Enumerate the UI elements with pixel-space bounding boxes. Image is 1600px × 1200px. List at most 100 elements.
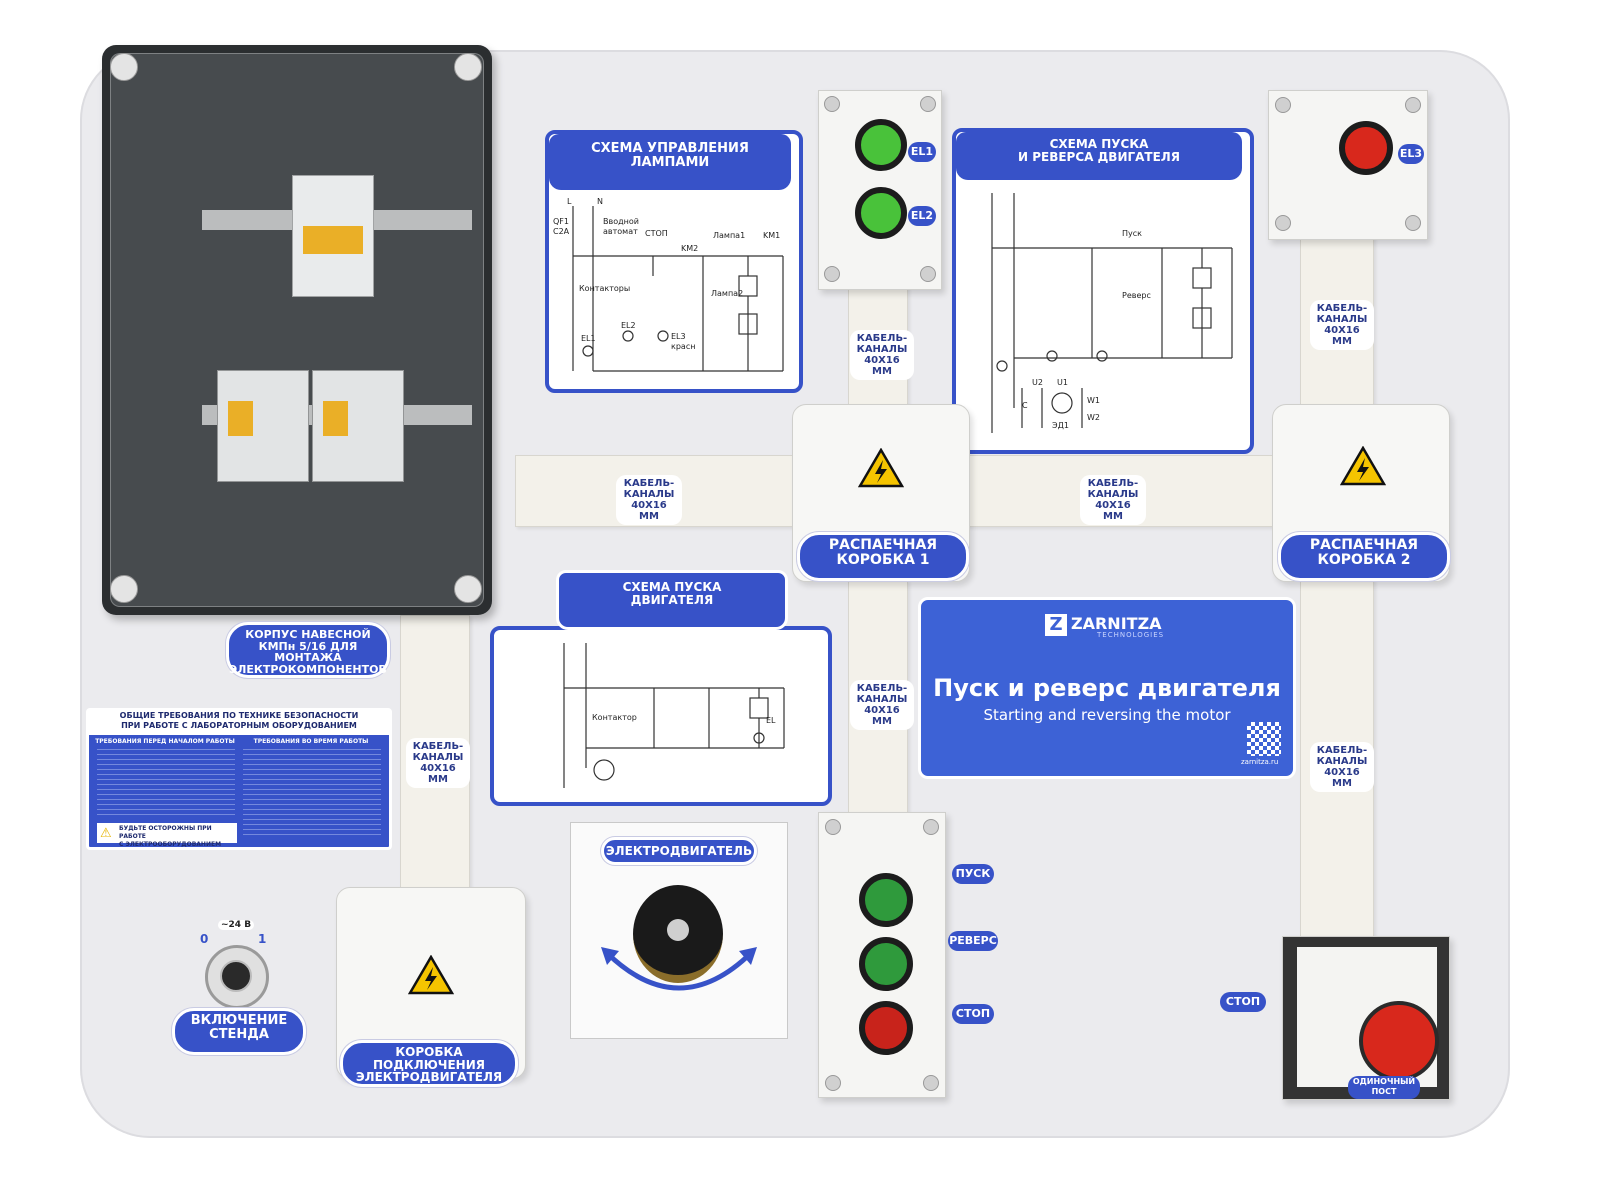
scheme-reverse-diagram: Пуск Реверс U2 U1 W1 W2 C ЭД1: [991, 193, 1233, 433]
cable-label-line1: КАБЕЛЬ-: [623, 478, 675, 489]
emergency-stop-button[interactable]: [1359, 1001, 1439, 1081]
enclosure-label: КОРПУС НАВЕСНОЙ КМПн 5/16 ДЛЯ МОНТАЖА ЭЛ…: [226, 622, 390, 678]
lamp-el2: [855, 187, 907, 239]
motor-box-label: КОРОБКА ПОДКЛЮЧЕНИЯ ЭЛЕКТРОДВИГАТЕЛЯ: [340, 1040, 518, 1087]
lbl-n: N: [597, 197, 603, 206]
junction-box-2-label: РАСПАЕЧНАЯ КОРОБКА 2: [1278, 532, 1450, 581]
lbl-auto2: автомат: [603, 227, 638, 236]
screw-icon: [824, 96, 840, 112]
screw-icon: [110, 575, 138, 603]
screw-icon: [920, 266, 936, 282]
brand-subtitle: Starting and reversing the motor: [983, 706, 1231, 724]
scheme-start-diagram: Контактор EL: [563, 643, 785, 788]
power-switch[interactable]: [205, 945, 269, 1009]
zarnitza-logo-icon: Z: [1045, 614, 1067, 636]
lbl-w2: W2: [1087, 413, 1100, 422]
tag-pusk: ПУСК: [952, 864, 994, 884]
cable-label-line2: КАНАЛЫ: [412, 752, 464, 763]
cable-label-line3: 40Х16 ММ: [631, 500, 667, 522]
lbl-u1: U1: [1057, 378, 1068, 387]
stop-button[interactable]: [859, 1001, 913, 1055]
scheme-lamps-title-line1: СХЕМА УПРАВЛЕНИЯ: [591, 141, 749, 156]
cable-label-line2: КАНАЛЫ: [1316, 756, 1368, 767]
screw-icon: [824, 266, 840, 282]
junction-box-1-label: РАСПАЕЧНАЯ КОРОБКА 1: [797, 532, 969, 581]
tag-revers: РЕВЕРС: [948, 931, 998, 951]
motor-box-label-line2: ЭЛЕКТРОДВИГАТЕЛЯ: [355, 1070, 503, 1085]
cable-label-line1: КАБЕЛЬ-: [856, 333, 908, 344]
enclosure-label-line1: КОРПУС НАВЕСНОЙ: [245, 628, 371, 641]
motor-shaft-cap: [667, 919, 689, 941]
screw-icon: [1405, 215, 1421, 231]
key-icon: [220, 960, 252, 992]
high-voltage-icon: [408, 955, 454, 995]
safety-left-text: [97, 749, 235, 819]
scheme-start-title: СХЕМА ПУСКА ДВИГАТЕЛЯ: [556, 570, 788, 630]
cable-label-line3: 40Х16 ММ: [1095, 500, 1131, 522]
scheme-reverse-title-line2: И РЕВЕРСА ДВИГАТЕЛЯ: [1017, 150, 1181, 165]
brand-logo: ZARNITZA: [1071, 614, 1162, 633]
lbl-qf1: QF1: [553, 217, 569, 226]
screw-icon: [923, 1075, 939, 1091]
scheme-reverse-panel: СХЕМА ПУСКА И РЕВЕРСА ДВИГАТЕЛЯ Пуск Рев…: [952, 128, 1254, 454]
cable-label-line2: КАНАЛЫ: [623, 489, 675, 500]
lamp-el1: [855, 119, 907, 171]
lbl-revers: Реверс: [1122, 291, 1151, 300]
cable-label-line3: 40Х16 ММ: [864, 705, 900, 727]
switch-caption-line2: СТЕНДА: [209, 1026, 269, 1042]
estop-caption: ОДИНОЧНЫЙ ПОСТ: [1348, 1076, 1420, 1099]
safety-right-text: [243, 749, 381, 839]
cable-label-line2: КАНАЛЫ: [1316, 314, 1368, 325]
enclosure-label-line3: ЭЛЕКТРОКОМПОНЕНТОВ: [229, 662, 387, 676]
scheme-lamps-title: СХЕМА УПРАВЛЕНИЯ ЛАМПАМИ: [549, 134, 791, 190]
screw-icon: [454, 53, 482, 81]
estop-caption-line2: ПОСТ: [1371, 1087, 1397, 1096]
safety-warning-line1: БУДЬТЕ ОСТОРОЖНЫ ПРИ РАБОТЕ: [119, 825, 212, 840]
reverse-button[interactable]: [859, 937, 913, 991]
safety-title: ОБЩИЕ ТРЕБОВАНИЯ ПО ТЕХНИКЕ БЕЗОПАСНОСТИ…: [89, 711, 389, 735]
lbl-c2a: C2A: [553, 227, 570, 236]
scheme-reverse-title: СХЕМА ПУСКА И РЕВЕРСА ДВИГАТЕЛЯ: [956, 132, 1242, 180]
lamp-post-el1-el2: [818, 90, 942, 290]
lbl-krasn: красн: [671, 342, 695, 351]
motor-panel-title: ЭЛЕКТРОДВИГАТЕЛЬ: [601, 837, 757, 865]
switch-position-1: 1: [258, 932, 267, 946]
lbl-ed1: ЭД1: [1052, 421, 1069, 430]
contactor-2: [312, 370, 404, 482]
scheme-lamps-title-line2: ЛАМПАМИ: [630, 155, 710, 171]
junction-box-2-label-line2: КОРОБКА 2: [1317, 551, 1411, 568]
lbl-lamp2: Лампа2: [711, 289, 743, 298]
contactor-1: [217, 370, 309, 482]
safety-left-header: ТРЕБОВАНИЯ ПЕРЕД НАЧАЛОМ РАБОТЫ: [95, 738, 235, 745]
brand-logo-sub: TECHNOLOGIES: [1097, 631, 1165, 639]
screw-icon: [1405, 97, 1421, 113]
emergency-stop-post: [1282, 936, 1450, 1100]
scheme-start-title-line1: СХЕМА ПУСКА: [622, 580, 722, 594]
enclosure-label-line2: КМПн 5/16 ДЛЯ МОНТАЖА: [258, 639, 358, 665]
lamp-post-el3: [1268, 90, 1428, 240]
scheme-start-panel: Контактор EL: [490, 626, 832, 806]
start-button[interactable]: [859, 873, 913, 927]
scheme-lamps-diagram: L N QF1 C2A Вводной автомат СТОП KM2 Лам…: [553, 197, 784, 372]
cable-label-line2: КАНАЛЫ: [856, 694, 908, 705]
lbl-auto: Вводной: [603, 217, 639, 226]
lbl-km2: KM2: [681, 244, 698, 253]
safety-warning: ⚠ БУДЬТЕ ОСТОРОЖНЫ ПРИ РАБОТЕ С ЭЛЕКТРОО…: [97, 823, 237, 848]
switch-position-0: 0: [200, 932, 209, 946]
switch-caption-line1: ВКЛЮЧЕНИЕ: [190, 1013, 288, 1028]
safety-right-header: ТРЕБОВАНИЯ ВО ВРЕМЯ РАБОТЫ: [253, 738, 369, 745]
cable-label-line3: 40Х16 ММ: [864, 355, 900, 377]
lbl-start-kontaktor: Контактор: [592, 713, 637, 722]
lbl-stop: СТОП: [645, 229, 668, 238]
cable-label-line2: КАНАЛЫ: [1087, 489, 1139, 500]
cable-label-line1: КАБЕЛЬ-: [1316, 745, 1368, 756]
safety-title-line2: ПРИ РАБОТЕ С ЛАБОРАТОРНЫМ ОБОРУДОВАНИЕМ: [121, 720, 357, 730]
brand-site: zarnitza.ru: [1241, 758, 1279, 766]
high-voltage-icon: [1340, 446, 1386, 486]
cable-label-line3: 40Х16 ММ: [1324, 767, 1360, 789]
